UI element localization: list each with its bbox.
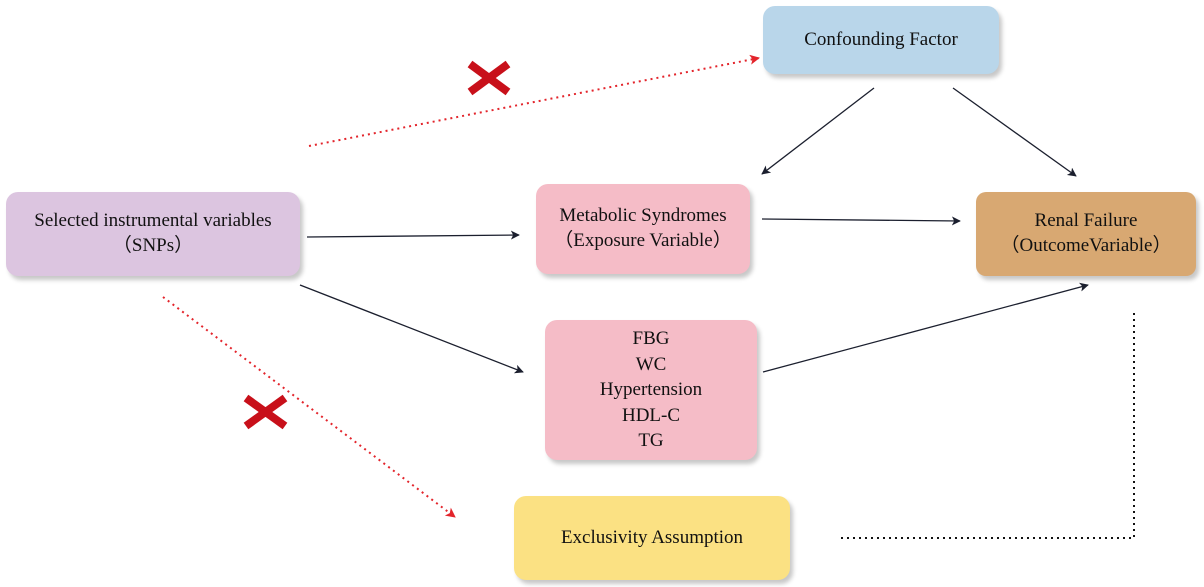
node-confounding-factor: Confounding Factor <box>763 6 999 74</box>
node-label: Exclusivity Assumption <box>560 526 744 548</box>
edge-instruments-to-confounder-blocked <box>308 54 760 147</box>
node-outcome-variable: Renal Failure （OutcomeVariable） <box>976 192 1196 276</box>
node-label: Metabolic Syndromes <box>559 205 727 227</box>
node-exclusivity-assumption: Exclusivity Assumption <box>514 496 790 580</box>
component-item: TG <box>638 430 664 452</box>
edge-components-to-outcome <box>762 282 1089 373</box>
edge-instruments-to-exclusivity-blocked <box>162 296 456 518</box>
node-label: Selected instrumental variables <box>34 210 272 232</box>
edge-confounder-to-outcome <box>952 87 1077 177</box>
blocked-cross-icon <box>243 394 288 430</box>
node-label: Confounding Factor <box>804 28 958 50</box>
node-instrumental-variables: Selected instrumental variables （SNPs） <box>6 192 300 276</box>
node-metabolic-components: FBG WC Hypertension HDL-C TG <box>545 320 757 460</box>
component-item: FBG <box>632 327 670 349</box>
edge-confounder-to-exposure <box>761 87 875 175</box>
node-label: Renal Failure <box>1034 210 1138 232</box>
node-label: （OutcomeVariable） <box>1000 235 1172 256</box>
edge-instruments-to-exposure <box>306 230 520 240</box>
blocked-cross-icon <box>467 60 511 96</box>
edge-exposure-to-outcome <box>761 216 961 226</box>
edge-outcome-to-exclusivity-dotted <box>840 313 1135 539</box>
component-item: Hypertension <box>599 379 703 401</box>
component-item: HDL-C <box>621 404 681 426</box>
node-label: （SNPs） <box>112 235 194 256</box>
node-exposure-variable: Metabolic Syndromes （Exposure Variable） <box>536 184 750 274</box>
edge-instruments-to-components <box>299 284 524 374</box>
node-label: （Exposure Variable） <box>554 230 732 251</box>
component-item: WC <box>635 353 667 375</box>
